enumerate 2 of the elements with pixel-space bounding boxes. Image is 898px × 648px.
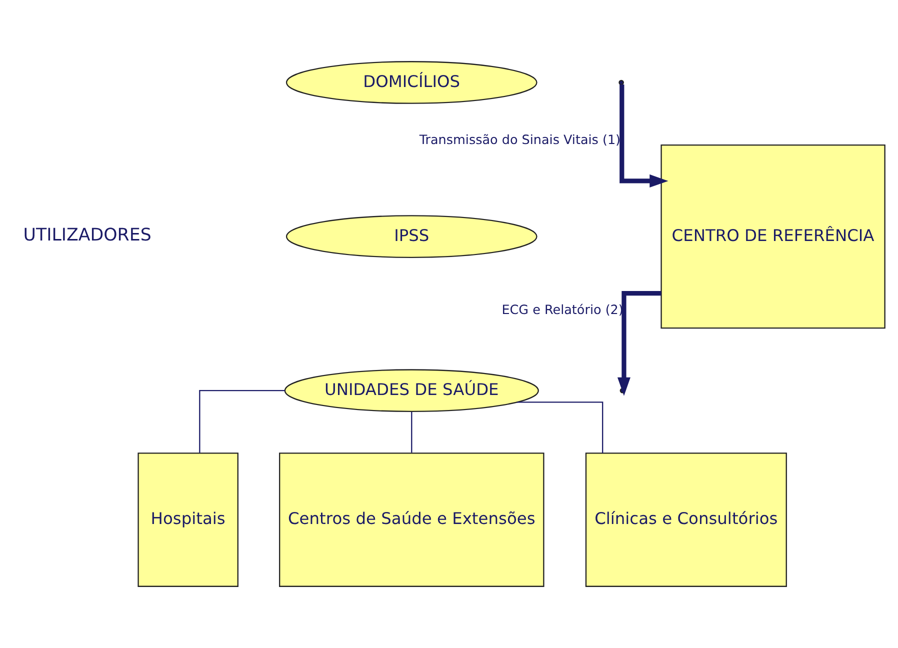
label: UTILIZADORES — [23, 226, 152, 246]
edge-label: Transmissão do Sinais Vitais (1) — [419, 133, 621, 148]
